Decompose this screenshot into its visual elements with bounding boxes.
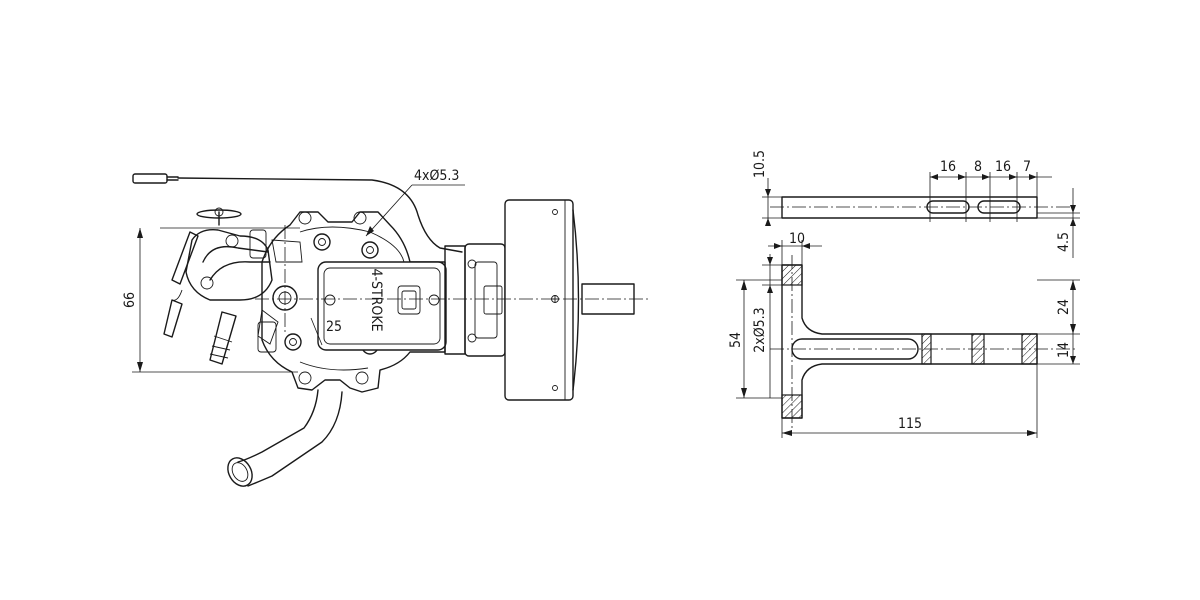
dim-slot-gap: 8: [974, 159, 982, 175]
dim-slot-2: 16: [995, 159, 1011, 175]
offset-dimension: 25: [310, 317, 342, 346]
height-dimension: 66: [122, 227, 300, 373]
exhaust-pipe: [227, 389, 343, 487]
bracket-top-view: 16 8 16 7 10.5 4.5: [752, 150, 1080, 258]
dim-height-66: 66: [122, 292, 138, 308]
dim-top-thickness: 10.5: [752, 150, 768, 178]
bracket-view: 16 8 16 7 10.5 4.5: [728, 150, 1080, 438]
dim-slot-1: 16: [940, 159, 956, 175]
hole-leader: 4xØ5.3: [365, 168, 465, 237]
dim-offset-25: 25: [326, 319, 342, 335]
valve-cover: 4-STROKE: [317, 261, 447, 351]
dim-overall-length: 115: [898, 416, 922, 432]
front-housing: [444, 243, 506, 357]
dim-mount-holes: 4xØ5.3: [414, 168, 459, 184]
drive-hub: [504, 199, 635, 401]
dim-overall-height: 54: [728, 332, 744, 348]
dim-holes: 2xØ5.3: [752, 307, 768, 352]
bracket-front-view: 10 2xØ5.3 54 24 14: [728, 231, 1080, 438]
dim-arm-thickness: 14: [1056, 342, 1072, 358]
dim-upper-height: 24: [1056, 299, 1072, 315]
valve-cover-label: 4-STROKE: [368, 268, 384, 331]
dim-slot-end: 7: [1023, 159, 1031, 175]
ignition-lead: [132, 173, 463, 253]
carburetor: [163, 207, 277, 365]
engine-view: 4-STROKE: [122, 168, 648, 487]
dim-flange-width: 10: [789, 231, 805, 247]
dim-right-offset: 4.5: [1056, 232, 1072, 252]
